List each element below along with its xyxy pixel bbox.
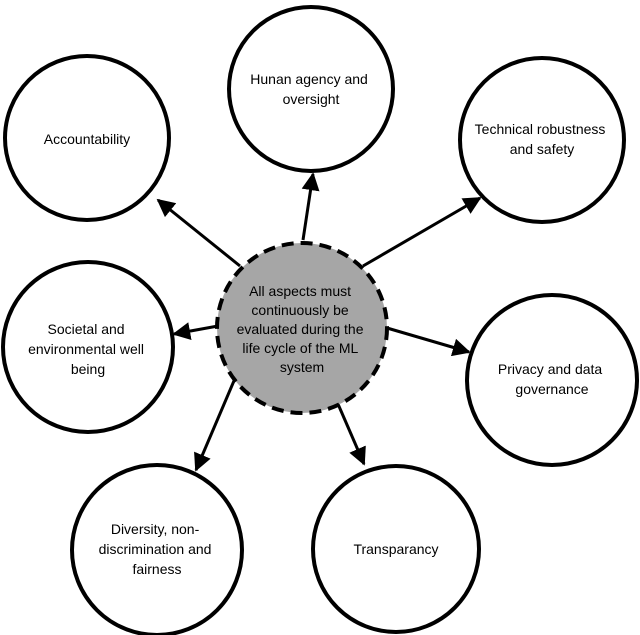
center-label-line: continuously be (251, 302, 349, 318)
node-circle (3, 54, 171, 222)
node-label-line: Hunan agency and (250, 71, 368, 87)
node-label-line: Accountability (44, 131, 130, 147)
node-label: Societal and environmental well being (28, 321, 148, 377)
node-circle (458, 56, 626, 224)
center-label-line: life cycle of the ML (242, 340, 358, 356)
node-accountability: Accountability (3, 54, 171, 222)
node-label-line: Technical robustness (475, 121, 606, 137)
node-label-line: governance (515, 381, 588, 397)
node-circle (465, 293, 639, 467)
node-label-line: discrimination and (99, 541, 212, 557)
center-circle (215, 241, 389, 415)
node-label-line: Societal and (48, 321, 125, 337)
node-label: Hunan agency and oversight (250, 71, 371, 107)
arrow-to-human-agency (301, 172, 320, 241)
node-label-line: Transparancy (353, 541, 438, 557)
node-label-line: oversight (283, 91, 340, 107)
node-label: Privacy and data governance (498, 361, 606, 397)
node-circle (1, 260, 175, 434)
arrow-to-transparency (336, 403, 366, 466)
center-label: All aspects must continuously be evaluat… (237, 283, 368, 375)
center-label-line: All aspects must (249, 283, 351, 299)
node-circle (311, 464, 481, 634)
center-label-line: evaluated during the (237, 321, 364, 337)
node-label-line: fairness (132, 561, 181, 577)
arrow-to-societal-wellbeing (172, 322, 219, 340)
node-circle (227, 5, 395, 173)
node-diversity: Diversity, non- discrimination and fairn… (70, 463, 244, 635)
arrow-to-technical-robustness (362, 196, 482, 268)
node-human-agency: Hunan agency and oversight (227, 5, 395, 173)
node-label-line: being (71, 361, 105, 377)
center-node: All aspects must continuously be evaluat… (215, 241, 389, 415)
node-label: Technical robustness and safety (475, 121, 610, 157)
node-privacy: Privacy and data governance (465, 293, 639, 467)
node-circle (70, 463, 244, 635)
arrow-to-privacy (386, 326, 471, 357)
node-label-line: Privacy and data (498, 361, 602, 377)
center-label-line: system (280, 359, 324, 375)
node-transparency: Transparancy (311, 464, 481, 634)
node-societal-wellbeing: Societal and environmental well being (1, 260, 175, 434)
node-label: Transparancy (353, 541, 438, 557)
node-technical-robustness: Technical robustness and safety (458, 56, 626, 224)
node-label-line: Diversity, non- (111, 521, 200, 537)
node-label: Accountability (44, 131, 130, 147)
node-label-line: environmental well (28, 341, 144, 357)
node-label: Diversity, non- discrimination and fairn… (99, 521, 216, 577)
node-label-line: and safety (510, 141, 575, 157)
arrow-to-accountability (156, 198, 241, 268)
